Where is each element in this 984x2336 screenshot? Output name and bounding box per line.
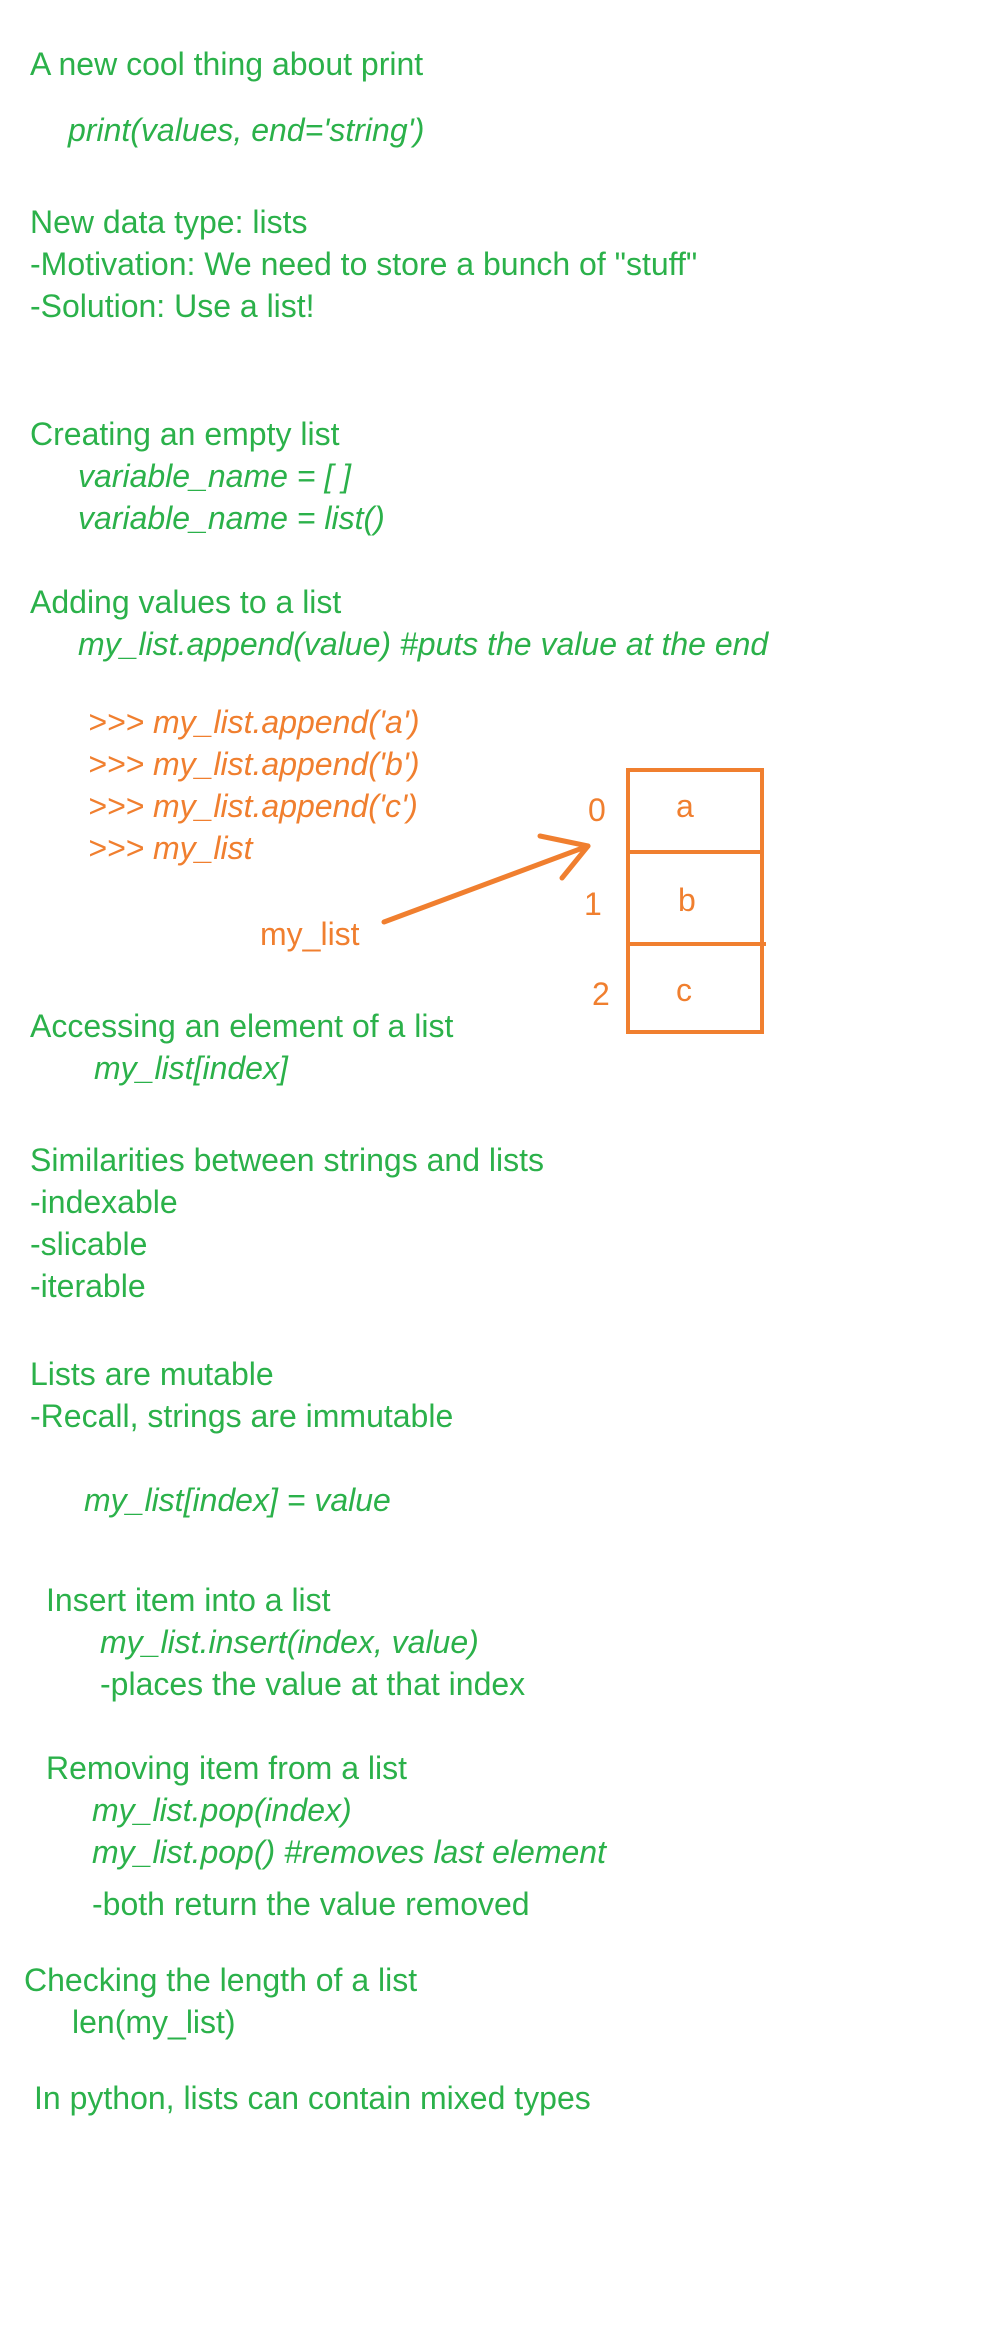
repl-line: >>> my_list.append('c') — [88, 788, 418, 824]
create-empty-code-1: variable_name = [ ] — [78, 458, 352, 494]
mutable-heading: Lists are mutable — [30, 1356, 274, 1392]
pop-code-1: my_list.pop(index) — [92, 1792, 352, 1828]
index-label: 0 — [588, 792, 606, 828]
variable-label: my_list — [260, 916, 360, 952]
create-empty-heading: Creating an empty list — [30, 416, 340, 452]
lists-motivation: -Motivation: We need to store a bunch of… — [30, 246, 698, 282]
pop-code-2: my_list.pop() #removes last element — [92, 1834, 606, 1870]
length-code: len(my_list) — [72, 2004, 236, 2040]
adding-heading: Adding values to a list — [30, 584, 342, 620]
lists-solution: -Solution: Use a list! — [30, 288, 315, 324]
index-label: 1 — [584, 886, 602, 922]
similarity-item: -indexable — [30, 1184, 178, 1220]
insert-heading: Insert item into a list — [46, 1582, 331, 1618]
similarity-item: -slicable — [30, 1226, 148, 1262]
pointer-arrow-head — [537, 833, 591, 881]
print-heading: A new cool thing about print — [30, 46, 424, 82]
repl-line: >>> my_list.append('a') — [88, 704, 420, 740]
repl-line: >>> my_list.append('b') — [88, 746, 420, 782]
mixed-types-text: In python, lists can contain mixed types — [34, 2080, 591, 2116]
accessing-code: my_list[index] — [94, 1050, 288, 1086]
cell-value: c — [676, 972, 692, 1008]
similarity-item: -iterable — [30, 1268, 146, 1304]
print-code: print(values, end='string') — [68, 112, 425, 148]
cell-value: b — [678, 882, 696, 918]
similarities-heading: Similarities between strings and lists — [30, 1142, 544, 1178]
pop-note: -both return the value removed — [92, 1886, 530, 1922]
repl-line: >>> my_list — [88, 830, 253, 866]
removing-heading: Removing item from a list — [46, 1750, 407, 1786]
insert-code: my_list.insert(index, value) — [100, 1624, 479, 1660]
mutable-recall: -Recall, strings are immutable — [30, 1398, 454, 1434]
mutable-code: my_list[index] = value — [84, 1482, 391, 1518]
lists-heading: New data type: lists — [30, 204, 308, 240]
pointer-arrow-shaft — [381, 843, 591, 925]
cell-value: a — [676, 788, 694, 824]
length-heading: Checking the length of a list — [24, 1962, 418, 1998]
accessing-heading: Accessing an element of a list — [30, 1008, 454, 1044]
create-empty-code-2: variable_name = list() — [78, 500, 385, 536]
index-label: 2 — [592, 976, 610, 1012]
append-code: my_list.append(value) #puts the value at… — [78, 626, 769, 662]
insert-note: -places the value at that index — [100, 1666, 526, 1702]
